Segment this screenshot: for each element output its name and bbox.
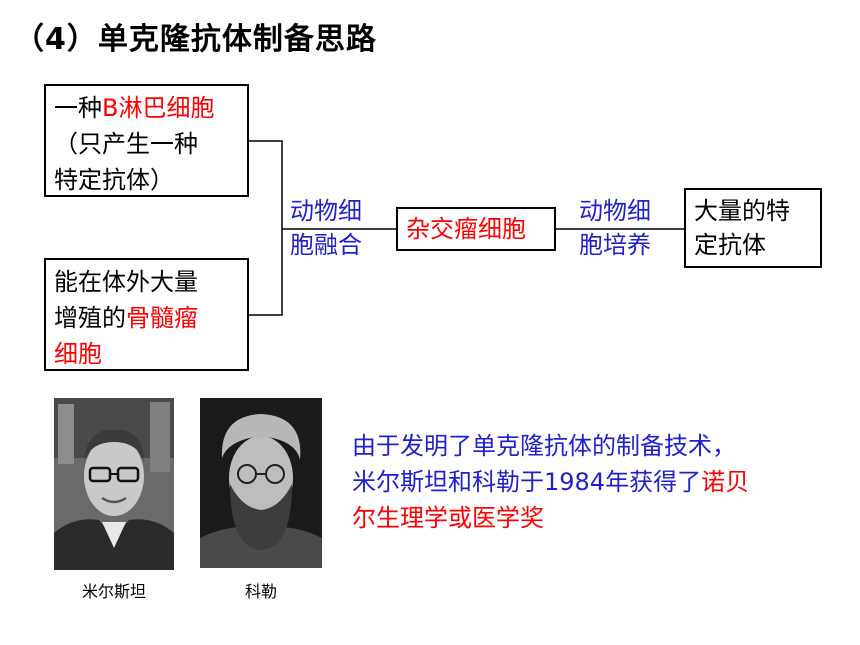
page-title: （4）单克隆抗体制备思路 [14,22,377,57]
hybridoma-box: 杂交瘤细胞 [396,207,556,251]
merge-bracket [249,140,283,316]
myeloma-line2: 增殖的骨髓瘤 [54,304,198,332]
myeloma-highlight: 骨髓瘤 [126,304,198,332]
note-line1: 由于发明了单克隆抗体的制备技术， [352,432,736,460]
b-lymphocyte-box: 一种B淋巴细胞 （只产生一种 特定抗体） [44,84,249,197]
nobel-note: 由于发明了单克隆抗体的制备技术， 米尔斯坦和科勒于1984年获得了诺贝 尔生理学… [352,428,822,536]
portrait-kohler [200,398,322,568]
b-box-line2: （只产生一种 [54,130,198,158]
myeloma-line3: 细胞 [54,340,102,368]
note-line2: 米尔斯坦和科勒于1984年获得了诺贝 [352,468,750,496]
portrait-milstein [54,398,174,570]
result-box: 大量的特 定抗体 [684,188,822,268]
caption-kohler: 科勒 [244,582,277,601]
b-box-line3: 特定抗体） [54,166,174,194]
b-box-line1: 一种B淋巴细胞 [54,94,215,122]
b-lymphocyte-highlight: B淋巴细胞 [102,94,215,122]
caption-milstein: 米尔斯坦 [81,582,146,601]
nobel-highlight-1: 诺贝 [701,468,750,496]
myeloma-line1: 能在体外大量 [54,268,198,296]
step-cell-fusion-label: 动物细 胞融合 [290,197,362,259]
myeloma-box: 能在体外大量 增殖的骨髓瘤 细胞 [44,258,249,371]
step-cell-culture-label: 动物细 胞培养 [579,197,651,259]
note-line3: 尔生理学或医学奖 [352,504,544,532]
